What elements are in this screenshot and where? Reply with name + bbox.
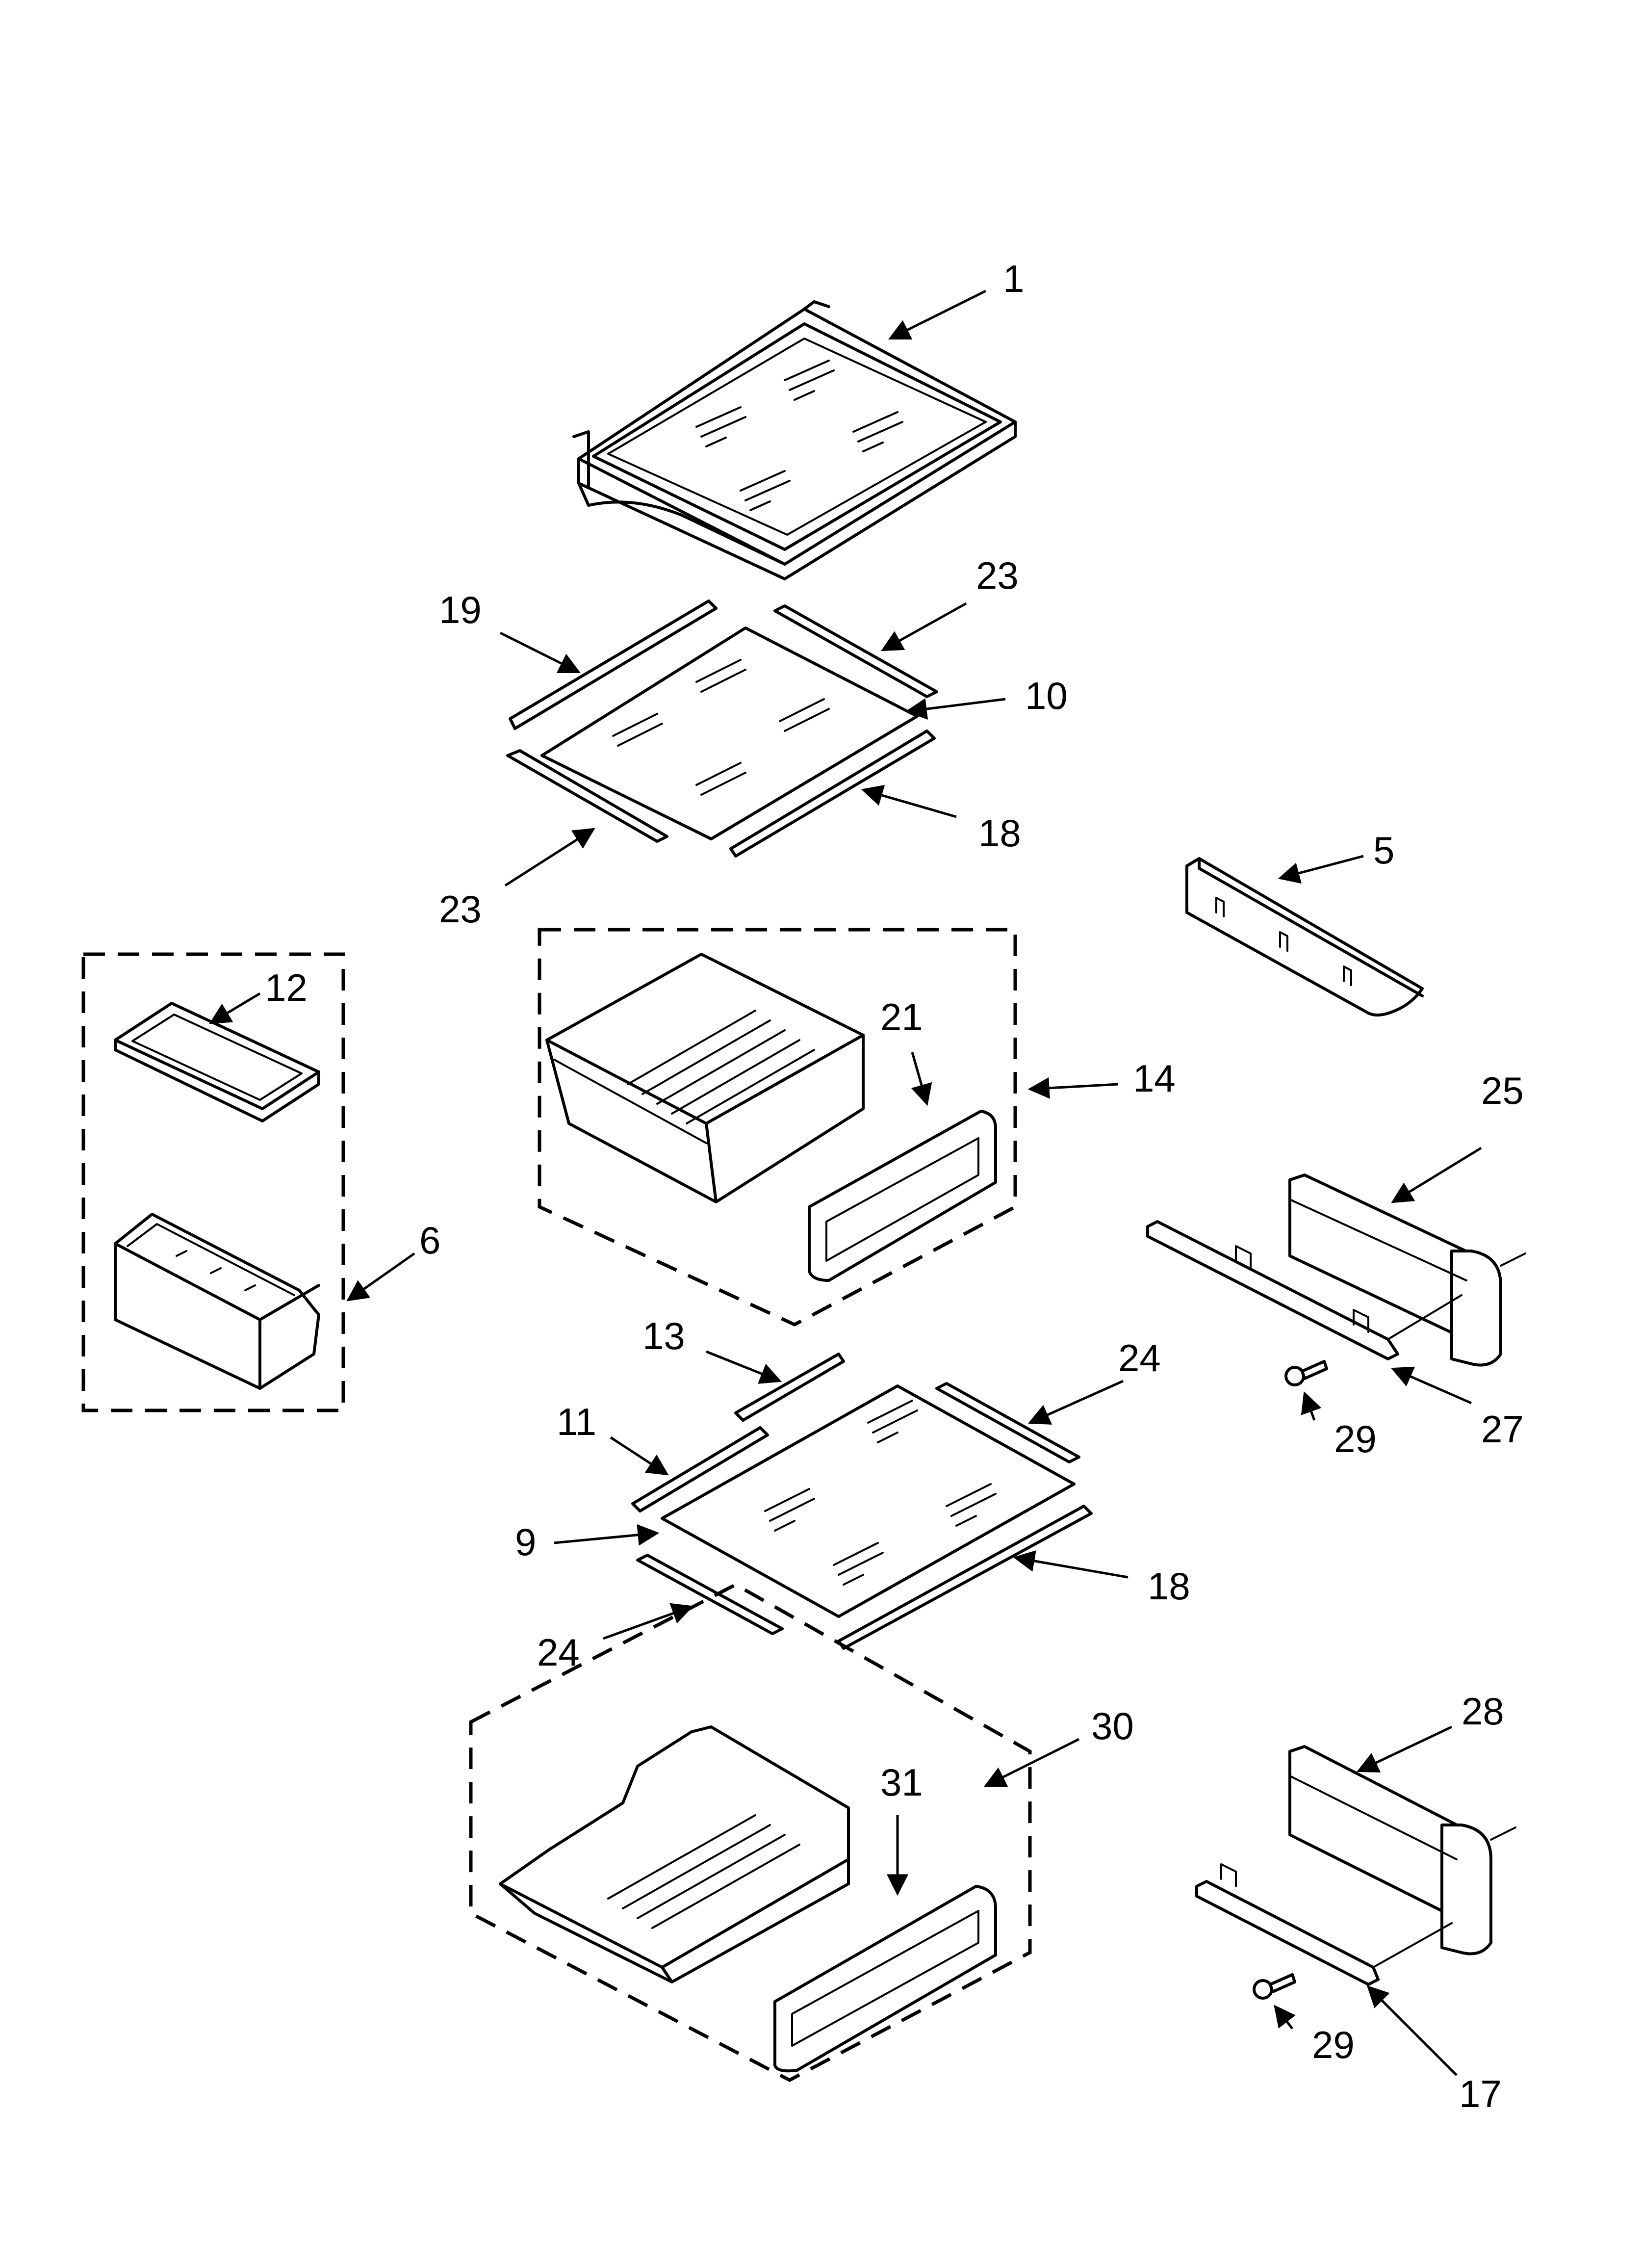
callout-19: 19 [439, 588, 482, 631]
callout-11: 11 [557, 1400, 596, 1443]
part-30-group-box [469, 1583, 1032, 2082]
callout-24: 24 [537, 1631, 580, 1674]
callout-18: 18 [1148, 1564, 1190, 1608]
callout-23: 23 [439, 887, 482, 931]
callout-18: 18 [978, 811, 1021, 855]
part-25-bracket [1288, 1173, 1526, 1367]
callout-9: 9 [515, 1520, 536, 1564]
part-1-shelf-assembly [572, 300, 1017, 580]
callout-labels: 1 19 23 10 18 23 5 12 21 14 25 6 13 24 1… [265, 257, 1524, 2115]
part-21-drawer-front [808, 1110, 997, 1282]
part-30-crisper [499, 1725, 850, 1983]
callout-25: 25 [1481, 1069, 1524, 1112]
callout-6: 6 [419, 1219, 440, 1262]
callout-23: 23 [976, 554, 1019, 597]
callout-29: 29 [1334, 1417, 1377, 1460]
part-6-group-box [81, 952, 345, 1412]
part-19-trim [509, 600, 718, 730]
part-14-group-box [538, 928, 1017, 1327]
leader-lines [209, 289, 1482, 2076]
callout-14: 14 [1133, 1057, 1176, 1100]
part-24-trim-top [935, 1382, 1080, 1463]
part-9-glass-panel [661, 1384, 1076, 1618]
callout-1: 1 [1003, 257, 1024, 300]
callout-21: 21 [880, 995, 923, 1039]
part-23-trim-bottom [506, 749, 668, 843]
callout-5: 5 [1373, 829, 1394, 872]
callout-27: 27 [1481, 1408, 1524, 1451]
part-13-trim [734, 1353, 845, 1422]
part-29-screw-lower [1253, 1973, 1296, 2000]
part-14-crisper [545, 953, 865, 1203]
part-5-cover [1185, 857, 1424, 1017]
callout-30: 30 [1091, 1704, 1134, 1747]
callout-17: 17 [1459, 2072, 1502, 2115]
part-12-lid [114, 1002, 320, 1122]
part-11-trim [631, 1426, 769, 1512]
part-23-trim-top [773, 604, 938, 698]
callout-10: 10 [1025, 674, 1068, 717]
part-28-bracket [1288, 1745, 1516, 1955]
callout-24: 24 [1118, 1336, 1161, 1380]
callout-31: 31 [880, 1761, 923, 1804]
callout-29: 29 [1312, 2023, 1355, 2066]
callout-13: 13 [642, 1314, 685, 1357]
part-29-screw-upper [1284, 1360, 1328, 1386]
part-17-slide-rail [1195, 1863, 1453, 1986]
part-6-bin [114, 1213, 320, 1390]
callout-28: 28 [1462, 1690, 1504, 1733]
part-18-trim [729, 730, 936, 858]
part-31-drawer-front [773, 1885, 997, 2073]
part-24-trim-bottom [636, 1554, 784, 1635]
part-27-slide-rail [1146, 1220, 1462, 1360]
callout-12: 12 [265, 966, 308, 1009]
